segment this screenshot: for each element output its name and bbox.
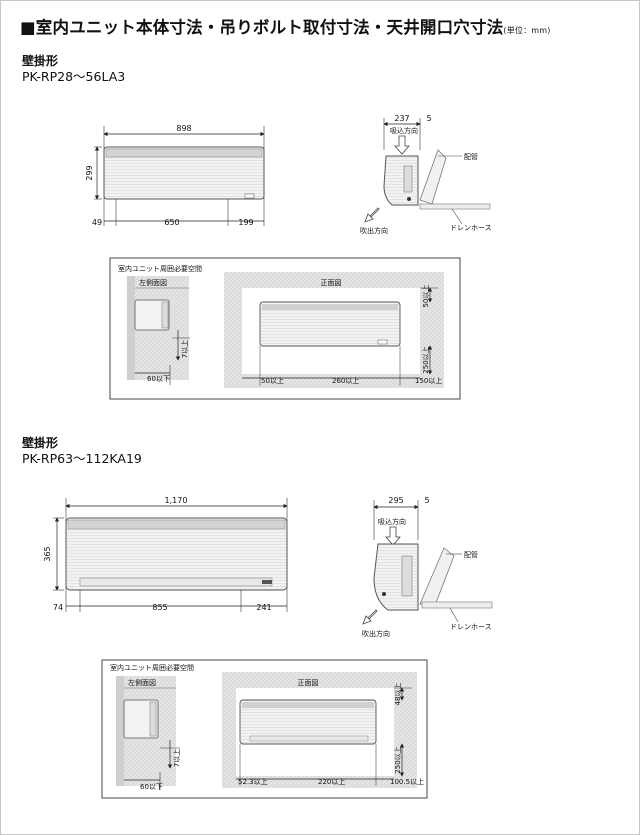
clearance-title: 室内ユニット周囲必要空間 xyxy=(118,264,202,273)
top-clearance: 48以上 xyxy=(393,683,402,706)
dim-height: 299 xyxy=(85,165,94,180)
side-bottom-label: 60以下 xyxy=(140,783,163,791)
pipe-label: 配管 xyxy=(464,550,478,559)
outlet-arrow-icon xyxy=(364,207,380,223)
section-2-heading: 壁掛形 PK-RP63～112KA19 xyxy=(22,436,142,466)
model-name: PK-RP63～112KA19 xyxy=(22,451,142,466)
side-view-label: 左側面図 xyxy=(128,678,156,687)
dim-right: 241 xyxy=(256,603,271,612)
intake-arrow-icon xyxy=(385,526,401,546)
page-title: ■室内ユニット本体寸法・吊りボルト取付寸法・天井開口穴寸法(単位：mm) xyxy=(20,18,551,37)
outlet-label: 吹出方向 xyxy=(360,226,388,235)
drain-hose xyxy=(419,203,491,210)
left-clearance: 52.3以上 xyxy=(238,777,268,786)
dim-gap: 5 xyxy=(426,114,431,123)
outlet-arrow-icon xyxy=(362,609,378,625)
dim-center: 855 xyxy=(152,603,167,612)
clearance-title: 室内ユニット周囲必要空間 xyxy=(110,663,194,672)
dim-gap: 5 xyxy=(424,496,429,505)
bottom-clearance: 250以上 xyxy=(421,346,430,373)
section-1-heading: 壁掛形 PK-RP28～56LA3 xyxy=(22,54,125,84)
pipe-cover xyxy=(419,149,447,205)
dim-depth: 237 xyxy=(394,114,409,123)
clearance-box-2: 室内ユニット周囲必要空間 左側面図 7以上 60以下 正面図 48以上 250以… xyxy=(101,659,428,799)
front-view-label: 正面図 xyxy=(321,279,342,287)
dim-center: 650 xyxy=(164,218,179,227)
side-view-2: 295 5 吸込方向 配管 ドレンホース 吹出方向 xyxy=(362,496,493,638)
model-name: PK-RP28～56LA3 xyxy=(22,69,126,84)
left-clearance: 50以上 xyxy=(261,376,284,385)
dim-height: 365 xyxy=(43,546,52,561)
side-view-1: 237 5 吸込方向 配管 ドレンホース 吹出方向 xyxy=(360,114,492,235)
dim-width: 898 xyxy=(176,124,191,133)
dim-right: 199 xyxy=(238,218,253,227)
intake-label: 吸込方向 xyxy=(378,517,406,526)
dim-left: 74 xyxy=(53,603,63,612)
dim-depth: 295 xyxy=(388,496,403,505)
intake-label: 吸込方向 xyxy=(390,126,418,135)
drain-label: ドレンホース xyxy=(450,224,492,232)
intake-arrow-icon xyxy=(394,135,410,155)
dim-left: 49 xyxy=(92,218,102,227)
center-clearance: 220以上 xyxy=(318,777,345,786)
pipe-label: 配管 xyxy=(464,152,478,161)
center-clearance: 260以上 xyxy=(332,376,359,385)
side-height-label: 7以上 xyxy=(172,749,181,767)
top-clearance: 50以上 xyxy=(421,285,430,308)
side-height-label: 7以上 xyxy=(180,340,189,358)
outlet-label: 吹出方向 xyxy=(362,629,390,638)
front-view-label: 正面図 xyxy=(298,679,319,687)
right-clearance: 150以上 xyxy=(415,376,442,385)
front-view-1: 898 299 49 650 199 xyxy=(85,124,265,227)
dim-width: 1,170 xyxy=(165,496,188,505)
drain-hose xyxy=(421,601,493,609)
pipe-cover xyxy=(419,547,455,609)
clearance-box-1: 室内ユニット周囲必要空間 左側面図 7以上 60以下 正面図 50以上 250以… xyxy=(109,257,461,400)
side-bottom-label: 60以下 xyxy=(147,375,170,383)
unit-type: 壁掛形 xyxy=(22,436,59,450)
right-clearance: 100.5以上 xyxy=(390,777,424,786)
bottom-clearance: 250以上 xyxy=(393,746,402,773)
side-view-label: 左側面図 xyxy=(139,278,167,287)
front-view-2: 1,170 365 74 855 241 xyxy=(43,496,288,612)
unit-type: 壁掛形 xyxy=(22,54,59,68)
unit-note: (単位：mm) xyxy=(503,26,551,35)
drain-label: ドレンホース xyxy=(450,623,492,631)
